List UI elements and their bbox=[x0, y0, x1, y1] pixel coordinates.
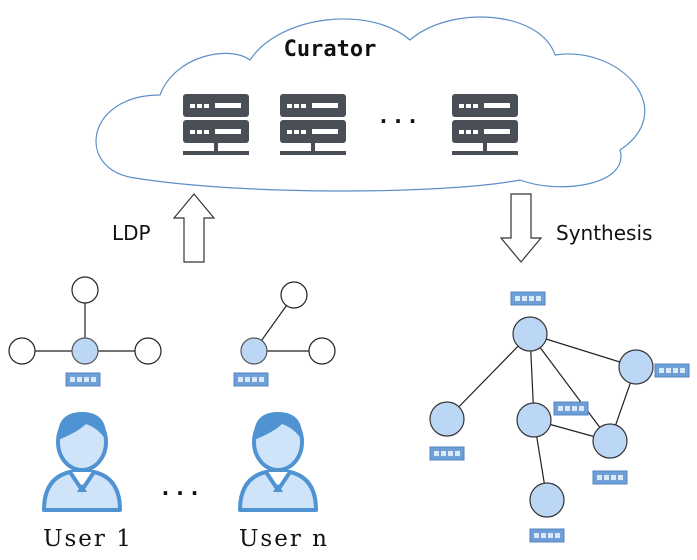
synthetic-graph bbox=[429, 291, 690, 543]
attribute-tag bbox=[65, 372, 101, 387]
graph-node-self bbox=[240, 337, 268, 365]
attribute-tag bbox=[429, 446, 465, 461]
ldp-label: LDP bbox=[112, 221, 151, 245]
graph-node-self bbox=[71, 337, 99, 365]
graph-node bbox=[308, 337, 336, 365]
user-label: User 1 bbox=[43, 526, 133, 552]
graph-node bbox=[280, 281, 308, 309]
synthesis-arrow-icon bbox=[499, 193, 543, 263]
graph-node bbox=[512, 316, 548, 352]
users-ellipsis: · · · bbox=[162, 481, 199, 505]
graph-node bbox=[134, 337, 162, 365]
attribute-tag bbox=[233, 372, 269, 387]
graph-node bbox=[618, 349, 654, 385]
graph-node bbox=[592, 423, 628, 459]
attribute-tag bbox=[529, 528, 565, 543]
graph-node bbox=[71, 276, 99, 304]
upload-arrow-icon bbox=[172, 193, 216, 263]
attribute-tag bbox=[654, 363, 690, 378]
attribute-tag bbox=[553, 401, 589, 416]
attribute-tag bbox=[592, 470, 628, 485]
user-icon bbox=[238, 410, 318, 512]
user-icon bbox=[42, 410, 122, 512]
graph-node bbox=[429, 401, 465, 437]
server-ellipsis: · · · bbox=[380, 109, 417, 133]
cloud-shape bbox=[95, 16, 646, 192]
graph-node bbox=[529, 482, 565, 518]
graph-node bbox=[8, 337, 36, 365]
cloud-title: Curator bbox=[284, 37, 377, 62]
graph-node bbox=[516, 402, 552, 438]
user-1-local-graph bbox=[8, 276, 162, 387]
attribute-tag bbox=[510, 291, 546, 306]
user-label: User n bbox=[239, 526, 329, 552]
synthesis-label: Synthesis bbox=[556, 221, 652, 245]
user-n-local-graph bbox=[233, 281, 336, 387]
